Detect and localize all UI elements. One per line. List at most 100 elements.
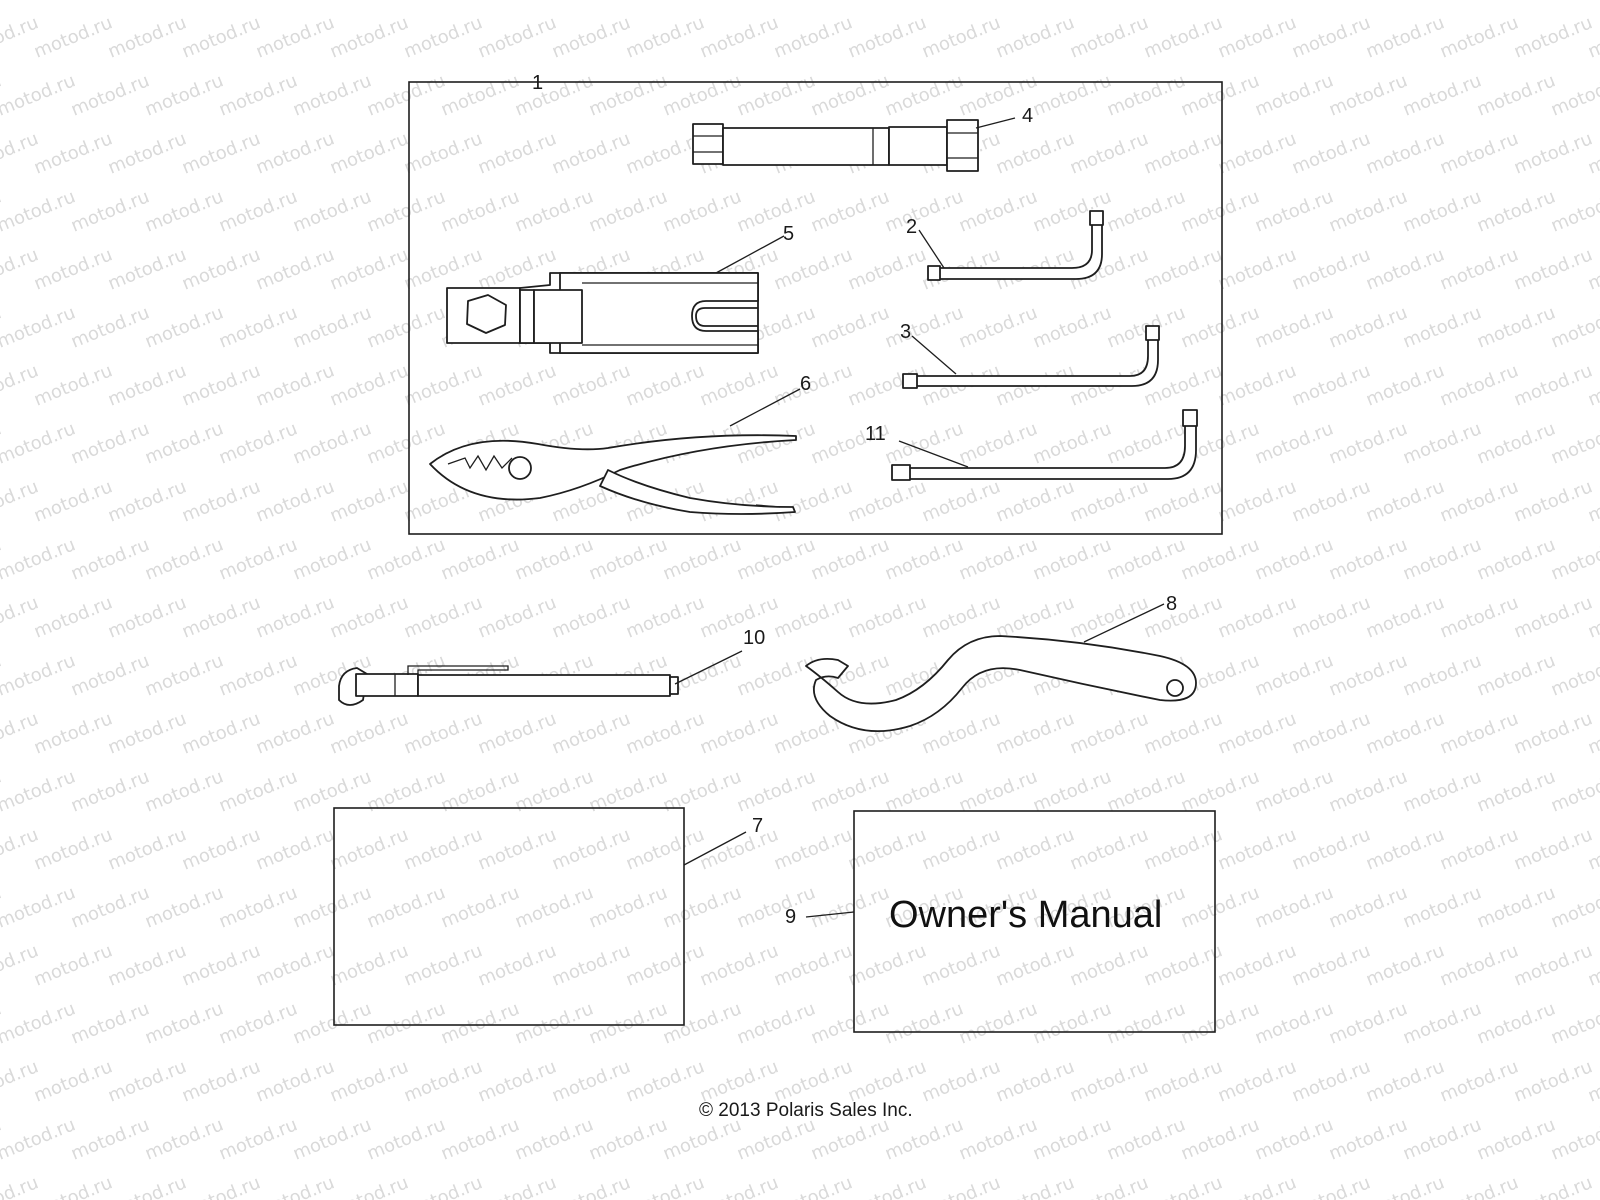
watermark-text: motod.ru bbox=[660, 882, 744, 932]
watermark-text: motod.ru bbox=[697, 592, 781, 642]
watermark-text: motod.ru bbox=[216, 882, 300, 932]
watermark-text: motod.ru bbox=[734, 0, 818, 5]
watermark-text: motod.ru bbox=[1363, 1172, 1447, 1200]
watermark-text: motod.ru bbox=[956, 998, 1040, 1048]
watermark-text: motod.ru bbox=[845, 476, 929, 526]
watermark-text: motod.ru bbox=[623, 12, 707, 62]
watermark-text: motod.ru bbox=[1548, 882, 1600, 932]
watermark-text: motod.ru bbox=[1548, 766, 1600, 816]
watermark-text: motod.ru bbox=[31, 708, 115, 758]
watermark-text: motod.ru bbox=[771, 592, 855, 642]
watermark-text: motod.ru bbox=[1141, 940, 1225, 990]
watermark-text: motod.ru bbox=[105, 824, 189, 874]
watermark-text: motod.ru bbox=[216, 998, 300, 1048]
watermark-text: motod.ru bbox=[919, 476, 1003, 526]
watermark-text: motod.ru bbox=[142, 418, 226, 468]
watermark-text: motod.ru bbox=[1215, 940, 1299, 990]
watermark-text: motod.ru bbox=[179, 476, 263, 526]
watermark-text: motod.ru bbox=[1141, 1056, 1225, 1106]
watermark-text: motod.ru bbox=[808, 998, 892, 1048]
watermark-text: motod.ru bbox=[1178, 70, 1262, 120]
watermark-text: motod.ru bbox=[512, 882, 596, 932]
watermark-text: motod.ru bbox=[919, 12, 1003, 62]
watermark-text: motod.ru bbox=[549, 360, 633, 410]
watermark-text: motod.ru bbox=[1400, 650, 1484, 700]
watermark-text: motod.ru bbox=[1030, 0, 1114, 5]
watermark-text: motod.ru bbox=[1437, 824, 1521, 874]
watermark-text: motod.ru bbox=[1363, 1056, 1447, 1106]
watermark-text: motod.ru bbox=[734, 186, 818, 236]
watermark-text: motod.ru bbox=[0, 1114, 78, 1164]
watermark-text: motod.ru bbox=[1511, 1172, 1595, 1200]
watermark-text: motod.ru bbox=[1252, 0, 1336, 5]
watermark-text: motod.ru bbox=[1474, 882, 1558, 932]
watermark-text: motod.ru bbox=[327, 12, 411, 62]
watermark-text: motod.ru bbox=[586, 766, 670, 816]
watermark-text: motod.ru bbox=[68, 882, 152, 932]
socket-tube-part bbox=[692, 119, 979, 172]
watermark-text: motod.ru bbox=[1437, 128, 1521, 178]
watermark-text: motod.ru bbox=[0, 418, 78, 468]
watermark-text: motod.ru bbox=[1437, 1056, 1521, 1106]
watermark-text: motod.ru bbox=[1104, 766, 1188, 816]
watermark-text: motod.ru bbox=[1437, 12, 1521, 62]
hex-key-long-part bbox=[891, 409, 1198, 481]
watermark-text: motod.ru bbox=[1548, 998, 1600, 1048]
watermark-text: motod.ru bbox=[1178, 1114, 1262, 1164]
watermark-text: motod.ru bbox=[1474, 0, 1558, 5]
watermark-text: motod.ru bbox=[1437, 476, 1521, 526]
watermark-text: motod.ru bbox=[364, 998, 448, 1048]
watermark-text: motod.ru bbox=[845, 12, 929, 62]
watermark-text: motod.ru bbox=[179, 592, 263, 642]
watermark-text: motod.ru bbox=[586, 70, 670, 120]
watermark-text: motod.ru bbox=[475, 592, 559, 642]
watermark-text: motod.ru bbox=[179, 244, 263, 294]
watermark-text: motod.ru bbox=[882, 1114, 966, 1164]
watermark-text: motod.ru bbox=[179, 360, 263, 410]
callout-6: 6 bbox=[800, 373, 811, 395]
watermark-text: motod.ru bbox=[1067, 1172, 1151, 1200]
watermark-text: motod.ru bbox=[1141, 1172, 1225, 1200]
watermark-text: motod.ru bbox=[771, 360, 855, 410]
watermark-text: motod.ru bbox=[68, 0, 152, 5]
watermark-text: motod.ru bbox=[1030, 70, 1114, 120]
watermark-text: motod.ru bbox=[401, 592, 485, 642]
watermark-text: motod.ru bbox=[1511, 244, 1595, 294]
watermark-text: motod.ru bbox=[327, 1172, 411, 1200]
watermark-text: motod.ru bbox=[1215, 592, 1299, 642]
watermark-text: motod.ru bbox=[586, 534, 670, 584]
watermark-text: motod.ru bbox=[1326, 534, 1410, 584]
watermark-text: motod.ru bbox=[1437, 244, 1521, 294]
watermark-text: motod.ru bbox=[1363, 940, 1447, 990]
watermark-text: motod.ru bbox=[1474, 766, 1558, 816]
watermark-text: motod.ru bbox=[1252, 998, 1336, 1048]
watermark-text: motod.ru bbox=[142, 650, 226, 700]
watermark-text: motod.ru bbox=[734, 1114, 818, 1164]
watermark-text: motod.ru bbox=[882, 70, 966, 120]
watermark-text: motod.ru bbox=[919, 1056, 1003, 1106]
watermark-text: motod.ru bbox=[808, 186, 892, 236]
watermark-text: motod.ru bbox=[68, 302, 152, 352]
watermark-text: motod.ru bbox=[438, 0, 522, 5]
watermark-text: motod.ru bbox=[142, 302, 226, 352]
watermark-text: motod.ru bbox=[512, 1114, 596, 1164]
watermark-text: motod.ru bbox=[808, 766, 892, 816]
watermark-text: motod.ru bbox=[1289, 592, 1373, 642]
watermark-text: motod.ru bbox=[1178, 766, 1262, 816]
callout-1: 1 bbox=[532, 72, 543, 94]
watermark-text: motod.ru bbox=[179, 1172, 263, 1200]
watermark-text: motod.ru bbox=[364, 302, 448, 352]
watermark-text: motod.ru bbox=[1363, 128, 1447, 178]
watermark-text: motod.ru bbox=[549, 1056, 633, 1106]
watermark-text: motod.ru bbox=[512, 998, 596, 1048]
watermark-text: motod.ru bbox=[401, 1172, 485, 1200]
watermark-text: motod.ru bbox=[1289, 1172, 1373, 1200]
watermark-text: motod.ru bbox=[31, 476, 115, 526]
watermark-text: motod.ru bbox=[0, 998, 78, 1048]
watermark-text: motod.ru bbox=[1511, 708, 1595, 758]
watermark-text: motod.ru bbox=[512, 534, 596, 584]
watermark-text: motod.ru bbox=[1474, 1114, 1558, 1164]
watermark-text: motod.ru bbox=[697, 708, 781, 758]
